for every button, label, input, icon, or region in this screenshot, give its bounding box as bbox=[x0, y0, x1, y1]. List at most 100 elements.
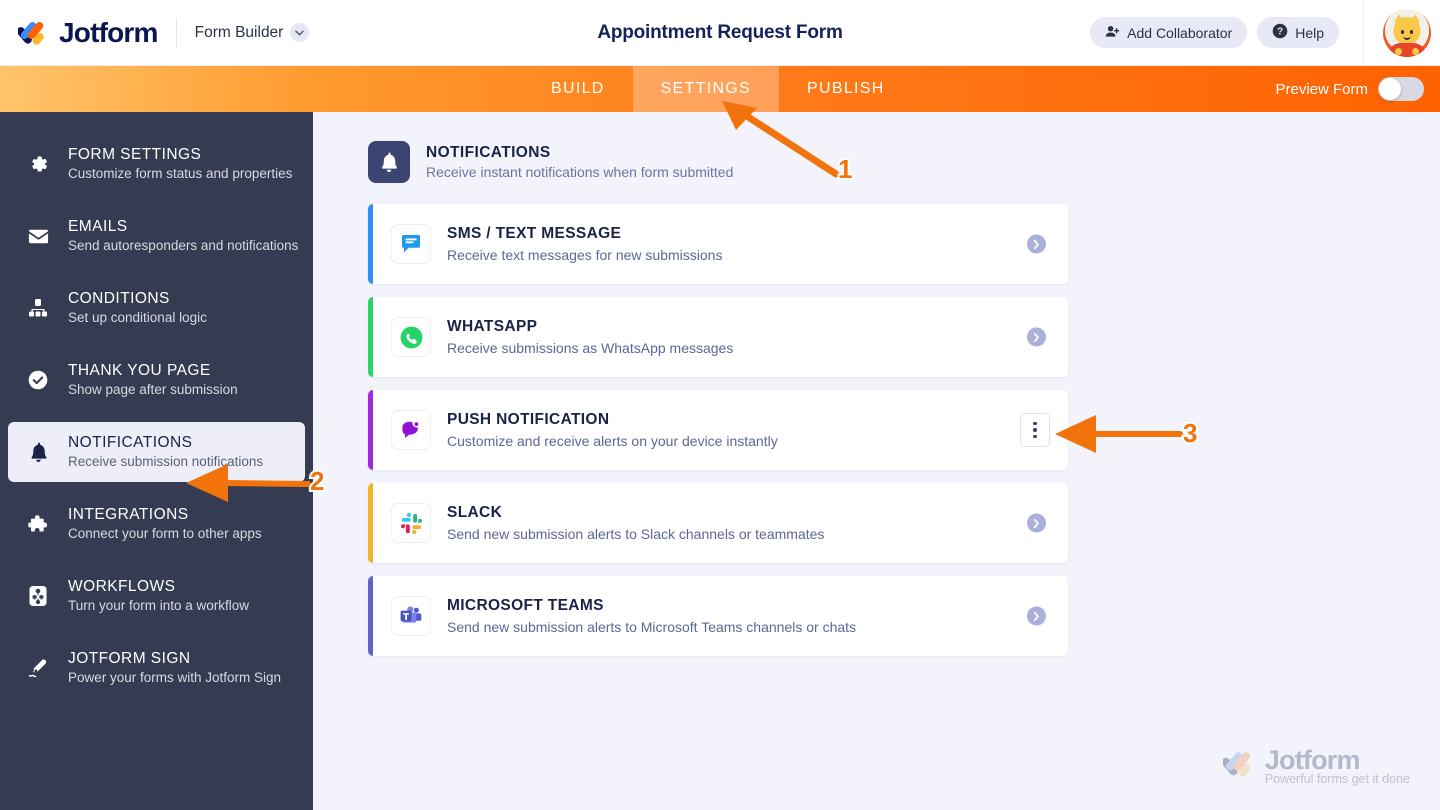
whatsapp-icon bbox=[391, 317, 431, 357]
card-subtitle: Customize and receive alerts on your dev… bbox=[447, 433, 778, 449]
section-header: NOTIFICATIONS Receive instant notificati… bbox=[313, 112, 1440, 183]
check-circle-icon bbox=[24, 369, 52, 391]
card-text: PUSH NOTIFICATION Customize and receive … bbox=[447, 411, 778, 449]
card-slack[interactable]: SLACK Send new submission alerts to Slac… bbox=[368, 483, 1068, 563]
sidebar-item-notifications[interactable]: NOTIFICATIONS Receive submission notific… bbox=[8, 422, 305, 482]
workflow-icon bbox=[24, 585, 52, 607]
chevron-right-icon[interactable] bbox=[1027, 327, 1046, 347]
card-push-notification[interactable]: PUSH NOTIFICATION Customize and receive … bbox=[368, 390, 1068, 470]
push-bubble-icon bbox=[391, 410, 431, 450]
card-subtitle: Receive submissions as WhatsApp messages bbox=[447, 340, 734, 356]
avatar[interactable] bbox=[1374, 0, 1440, 66]
push-notification-kebab[interactable] bbox=[1020, 413, 1050, 447]
sidebar-item-text: NOTIFICATIONS Receive submission notific… bbox=[68, 433, 263, 471]
sidebar-item-title: JOTFORM SIGN bbox=[68, 650, 191, 667]
section-header-text: NOTIFICATIONS Receive instant notificati… bbox=[426, 144, 733, 180]
chevron-right-icon[interactable] bbox=[1027, 513, 1046, 533]
chevron-right-icon[interactable] bbox=[1027, 606, 1046, 626]
sidebar-item-subtitle: Turn your form into a workflow bbox=[68, 598, 250, 613]
sidebar-item-title: CONDITIONS bbox=[68, 290, 170, 307]
pen-nib-icon bbox=[24, 657, 52, 680]
accent-bar bbox=[368, 576, 373, 656]
question-mark-icon: ? bbox=[1272, 23, 1288, 42]
sidebar-item-title: WORKFLOWS bbox=[68, 578, 176, 595]
card-title: SMS / TEXT MESSAGE bbox=[447, 225, 622, 242]
card-text: WHATSAPP Receive submissions as WhatsApp… bbox=[447, 318, 733, 356]
jotform-logo-icon bbox=[16, 17, 50, 49]
sidebar-item-subtitle: Power your forms with Jotform Sign bbox=[68, 670, 282, 685]
product-menu[interactable]: Form Builder bbox=[195, 23, 310, 42]
card-title: MICROSOFT TEAMS bbox=[447, 597, 604, 614]
card-subtitle: Send new submission alerts to Microsoft … bbox=[447, 619, 857, 635]
card-whatsapp[interactable]: WHATSAPP Receive submissions as WhatsApp… bbox=[368, 297, 1068, 377]
header-divider bbox=[175, 17, 177, 48]
sidebar-item-text: CONDITIONS Set up conditional logic bbox=[68, 289, 207, 327]
preview-form-control: Preview Form bbox=[1275, 66, 1440, 112]
card-text: MICROSOFT TEAMS Send new submission aler… bbox=[447, 597, 856, 635]
add-collaborator-button[interactable]: Add Collaborator bbox=[1090, 17, 1248, 48]
product-menu-label: Form Builder bbox=[194, 23, 284, 41]
sidebar-item-thank-you-page[interactable]: THANK YOU PAGE Show page after submissio… bbox=[8, 350, 305, 410]
microsoft-teams-icon bbox=[391, 596, 431, 636]
nav-tabs: BUILD SETTINGS PUBLISH bbox=[523, 66, 913, 112]
notification-channel-list: SMS / TEXT MESSAGE Receive text messages… bbox=[368, 204, 1068, 656]
sidebar-item-text: EMAILS Send autoresponders and notificat… bbox=[68, 217, 298, 255]
sidebar-item-subtitle: Send autoresponders and notifications bbox=[68, 238, 299, 253]
preview-form-label: Preview Form bbox=[1275, 80, 1368, 98]
watermark-tagline: Powerful forms get it done bbox=[1264, 772, 1410, 786]
preview-form-toggle[interactable] bbox=[1378, 77, 1424, 101]
card-sms-text-message[interactable]: SMS / TEXT MESSAGE Receive text messages… bbox=[368, 204, 1068, 284]
annotation-number-1: 1 bbox=[836, 152, 855, 186]
annotation-number-3: 3 bbox=[1181, 416, 1200, 450]
hierarchy-icon bbox=[24, 297, 52, 319]
sidebar-item-text: JOTFORM SIGN Power your forms with Jotfo… bbox=[68, 649, 281, 687]
brand-logo[interactable]: Jotform bbox=[16, 16, 158, 49]
envelope-icon bbox=[24, 225, 52, 248]
card-microsoft-teams[interactable]: MICROSOFT TEAMS Send new submission aler… bbox=[368, 576, 1068, 656]
svg-text:?: ? bbox=[1277, 27, 1283, 38]
sidebar-item-text: THANK YOU PAGE Show page after submissio… bbox=[68, 361, 238, 399]
chevron-right-icon[interactable] bbox=[1027, 234, 1046, 254]
sms-chat-icon bbox=[391, 224, 431, 264]
sidebar-item-jotform-sign[interactable]: JOTFORM SIGN Power your forms with Jotfo… bbox=[8, 638, 305, 698]
help-button[interactable]: ? Help bbox=[1257, 17, 1339, 48]
add-collaborator-label: Add Collaborator bbox=[1127, 24, 1233, 41]
sidebar-item-title: EMAILS bbox=[68, 218, 128, 235]
sidebar-item-title: THANK YOU PAGE bbox=[68, 362, 211, 379]
sidebar-item-title: NOTIFICATIONS bbox=[68, 434, 193, 451]
card-title: WHATSAPP bbox=[447, 318, 538, 335]
accent-bar bbox=[368, 204, 373, 284]
user-avatar-icon bbox=[1383, 8, 1431, 57]
primary-nav: BUILD SETTINGS PUBLISH Preview Form bbox=[0, 66, 1440, 112]
sidebar-item-title: INTEGRATIONS bbox=[68, 506, 189, 523]
section-subtitle: Receive instant notifications when form … bbox=[426, 164, 734, 180]
header-actions: Add Collaborator ? Help bbox=[1090, 0, 1440, 66]
sidebar-item-conditions[interactable]: CONDITIONS Set up conditional logic bbox=[8, 278, 305, 338]
card-title: PUSH NOTIFICATION bbox=[447, 411, 610, 428]
tab-settings[interactable]: SETTINGS bbox=[632, 66, 780, 112]
gear-icon bbox=[24, 153, 52, 175]
sidebar-item-form-settings[interactable]: FORM SETTINGS Customize form status and … bbox=[8, 134, 305, 194]
sidebar-item-subtitle: Receive submission notifications bbox=[68, 454, 264, 469]
accent-bar bbox=[368, 390, 373, 470]
watermark-brand: Jotform bbox=[1264, 745, 1361, 775]
tab-build[interactable]: BUILD bbox=[523, 66, 633, 112]
tab-publish[interactable]: PUBLISH bbox=[779, 66, 913, 112]
brand-name: Jotform bbox=[59, 16, 158, 48]
jotform-watermark: Jotform Powerful forms get it done bbox=[1221, 745, 1410, 786]
annotation-number-2: 2 bbox=[308, 464, 327, 498]
card-title: SLACK bbox=[447, 504, 503, 521]
puzzle-icon bbox=[24, 513, 52, 535]
sidebar-item-integrations[interactable]: INTEGRATIONS Connect your form to other … bbox=[8, 494, 305, 554]
accent-bar bbox=[368, 297, 373, 377]
bell-icon bbox=[368, 141, 410, 183]
card-text: SMS / TEXT MESSAGE Receive text messages… bbox=[447, 225, 722, 263]
sidebar-item-workflows[interactable]: WORKFLOWS Turn your form into a workflow bbox=[8, 566, 305, 626]
settings-sidebar: FORM SETTINGS Customize form status and … bbox=[0, 112, 313, 810]
sidebar-item-subtitle: Show page after submission bbox=[68, 382, 238, 397]
sidebar-item-emails[interactable]: EMAILS Send autoresponders and notificat… bbox=[8, 206, 305, 266]
accent-bar bbox=[368, 483, 373, 563]
section-title: NOTIFICATIONS bbox=[426, 144, 551, 161]
header-right-divider bbox=[1363, 0, 1364, 66]
